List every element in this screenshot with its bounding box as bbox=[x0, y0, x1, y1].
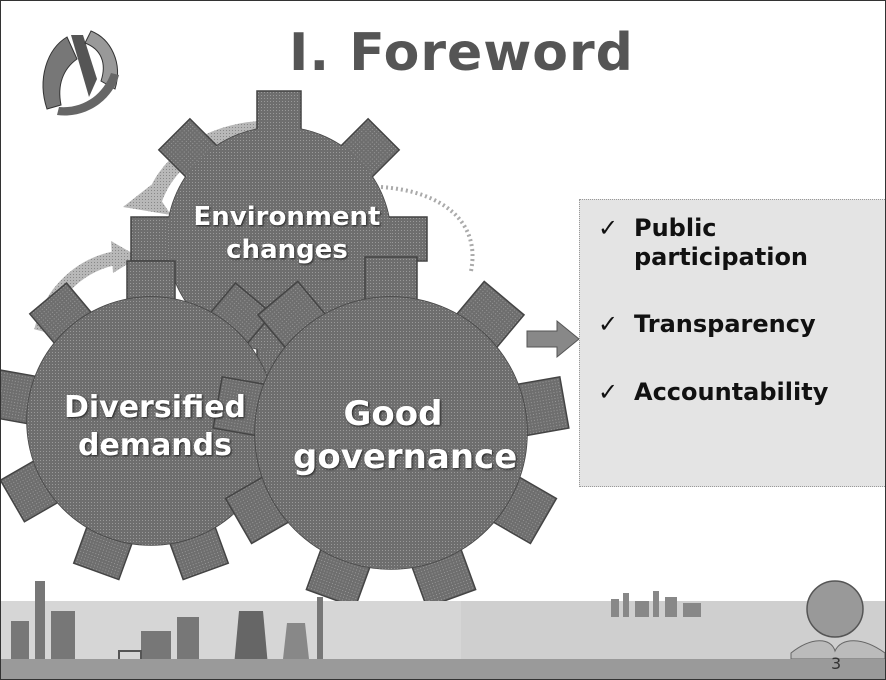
check-icon: ✓ bbox=[598, 378, 619, 406]
gear-environment bbox=[130, 90, 428, 388]
check-icon: ✓ bbox=[598, 214, 619, 242]
logo-icon bbox=[42, 30, 119, 116]
outcome-label: Public participation bbox=[634, 214, 809, 271]
check-icon: ✓ bbox=[598, 310, 619, 338]
outcomes-panel: ✓ Public participation ✓ Transparency ✓ … bbox=[579, 199, 885, 487]
page-number: 3 bbox=[831, 654, 842, 673]
gear-good-governance bbox=[212, 256, 570, 609]
slide-title: I. Foreword bbox=[289, 23, 634, 83]
right-arrow-icon bbox=[526, 319, 580, 359]
outcome-label: Accountability bbox=[634, 378, 829, 406]
gear-label-good-governance: Good governance bbox=[293, 394, 518, 477]
footer-bar bbox=[1, 659, 885, 679]
gear-label-environment: Environment changes bbox=[193, 202, 381, 265]
outcome-label: Transparency bbox=[634, 310, 816, 338]
gear-label-diversified: Diversified demands bbox=[63, 390, 247, 463]
